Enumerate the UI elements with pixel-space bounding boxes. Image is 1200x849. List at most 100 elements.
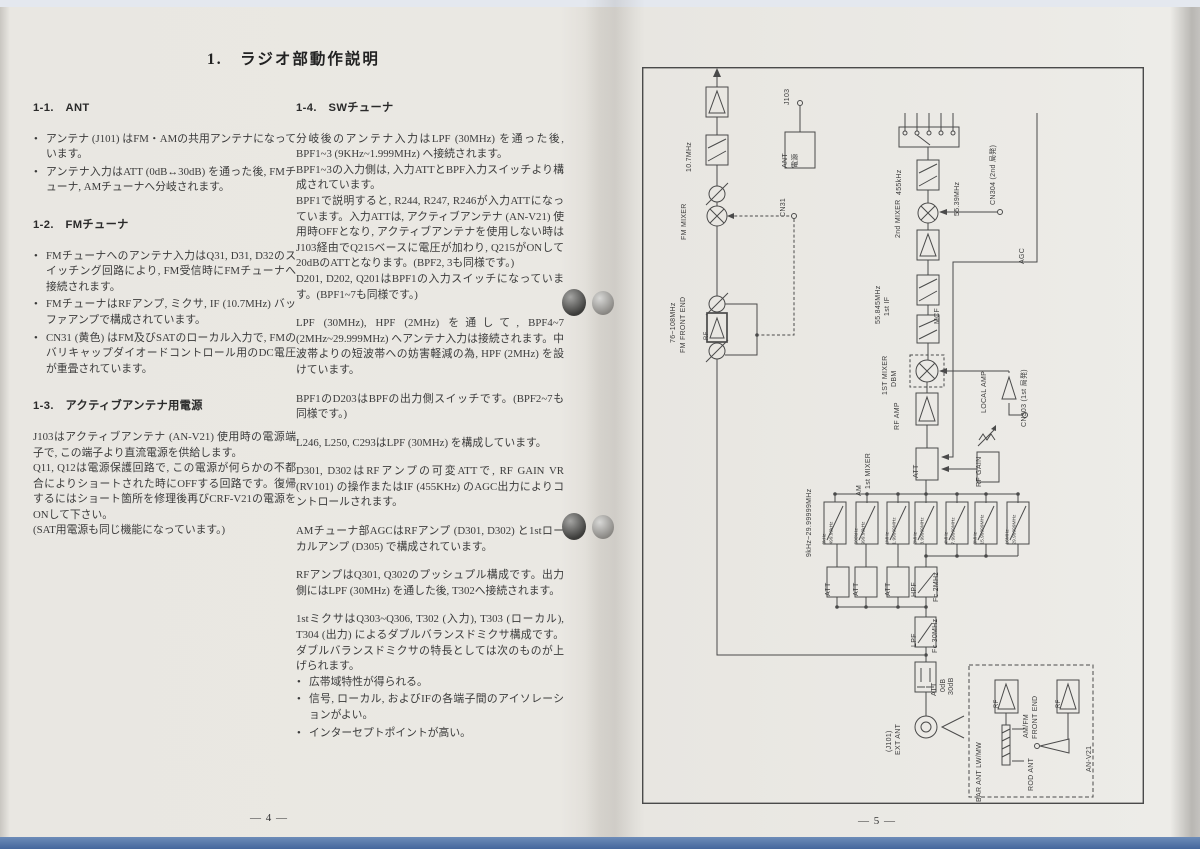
- binder-hole: [562, 289, 586, 316]
- lpf-label: LPF: [911, 633, 918, 647]
- bpf1-label-1: 9kHz~: [822, 530, 828, 545]
- paragraph: D201, D202, Q201はBPF1の入力スイッチになっています。(BPF…: [296, 272, 564, 301]
- paragraph: 分岐後のアンテナ入力はLPF (30MHz) を通った後, BPF1~3 (9K…: [296, 132, 564, 161]
- bpf1-label-2: 499.99kHz: [829, 521, 835, 545]
- first-if-label-2: 1st IF: [884, 296, 891, 316]
- bpf6-label-1: 8MHz~: [973, 529, 979, 545]
- paragraph: LPF (30MHz), HPF (2MHz) を通して, BPF4~7 (2M…: [296, 317, 564, 376]
- paragraph: Q11, Q12は電源保護回路で, この電源が何らかの不都合によりショートされた…: [33, 462, 296, 521]
- right-column: 1-4. SWチューナ 分岐後のアンテナ入力はLPF (30MHz) を通った後…: [296, 96, 564, 743]
- paragraph: (SAT用電源も同じ機能になっています。): [33, 524, 226, 537]
- page-number-left: — 4 —: [250, 812, 288, 824]
- first-mixer-label-1: 1ST MIXER: [882, 355, 889, 395]
- band-range-label: 9kHz~29.99999MHz: [806, 488, 813, 557]
- diagram-frame: [642, 67, 1144, 804]
- bullet-item: 信号, ローカル, およびIFの各端子間のアイソレーションがよい。: [296, 692, 564, 723]
- amfm-label: AM/FM: [1023, 713, 1030, 738]
- paragraph: D301, D302はRFアンプの可変ATTで, RF GAIN VR (RV1…: [296, 465, 564, 509]
- paragraph: AMチューナ部AGCはRFアンプ (D301, D302) と1stローカルアン…: [296, 525, 564, 553]
- ant-power-label-1: ANT: [782, 153, 789, 168]
- if-filter-freq-label: 10.7MHz: [686, 141, 693, 172]
- am-att-label: ATT: [913, 464, 920, 478]
- bpf4-label-1: 2MHz~: [913, 529, 919, 545]
- first-mixer-label-2: DBM: [891, 370, 898, 387]
- diagram-graphics: [642, 67, 1144, 804]
- binder-hole: [592, 291, 614, 315]
- agc-label: AGC: [1019, 247, 1026, 264]
- local-amp-label: LOCAL AMP: [981, 370, 988, 413]
- scan-edge-bottom: [0, 837, 1200, 849]
- page-title: 1. ラジオ部動作説明: [207, 51, 380, 68]
- binder-hole: [592, 515, 614, 539]
- j101-label-2: EXT ANT: [895, 723, 902, 755]
- bullet-item: FMチューナへのアンテナ入力はQ31, D31, D32のスイッチング回路により…: [33, 249, 296, 296]
- j101-label-1: (J101): [886, 730, 893, 752]
- bpf2-label-2: 999.99kHz: [861, 521, 867, 545]
- page-fold-shadow: [585, 0, 645, 849]
- section-1-4-heading: 1-4. SWチューナ: [296, 102, 394, 114]
- bpf7-label-1: 16MHz~: [1005, 526, 1011, 545]
- second-lo-freq-label: 55.39MHz: [954, 181, 961, 216]
- paragraph: J103はアクティブアンテナ (AN-V21) 使用時の電源端子で, この端子よ…: [33, 430, 296, 459]
- rf-amp-label: RF AMP: [894, 402, 901, 430]
- cn303-terminal-label: CN303 (1st 局発): [1021, 369, 1028, 427]
- am-mixer-label-2: 1st MIXER: [865, 452, 872, 489]
- hpf-fc-label: Fc 2MHz: [933, 571, 940, 602]
- bpf5-label-1: 4MHz~: [944, 529, 950, 545]
- bullet-item: アンテナ (J101) はFM・AMの共用アンテナになっています。: [33, 132, 296, 163]
- cf-455-label: 455kHz: [896, 169, 903, 195]
- paragraph: BPF1で説明すると, R244, R247, R246が入力ATTになっていま…: [296, 194, 564, 270]
- rf2-label: RF: [1056, 699, 1062, 708]
- anv21-label: AN-V21: [1086, 745, 1093, 772]
- rf1-label: RF: [994, 699, 1000, 708]
- j103-terminal-label: J103: [784, 88, 791, 105]
- left-column: 1-1. ANT アンテナ (J101) はFM・AMの共用アンテナになっていま…: [33, 96, 296, 539]
- input-att-value-2: 30dB: [948, 677, 955, 695]
- att3-label: ATT: [885, 582, 892, 596]
- section-1-2-heading: 1-2. FMチューナ: [33, 218, 129, 231]
- bullet-item: インターセプトポイントが高い。: [296, 726, 564, 742]
- paragraph: RFアンプはQ301, Q302のプッシュプル構成です。出力側にはLPF (30…: [296, 569, 564, 597]
- bpf2-label-1: 500kHz~: [854, 525, 860, 545]
- fm-rf-label: RF: [704, 331, 710, 340]
- input-att-label: ATT: [931, 682, 938, 696]
- paragraph: L246, L250, C293はLPF (30MHz) を構成しています。: [296, 436, 547, 449]
- mcf-label: MCF: [934, 307, 941, 324]
- lpf-fc-label: Fc 30MHz: [932, 618, 939, 653]
- first-if-label-1: 55.845MHz: [875, 285, 882, 325]
- cn304-terminal-label: CN304 (2nd 局発): [990, 144, 997, 205]
- bpf6-label-2: 15.99999MHz: [980, 514, 986, 545]
- section-1-3-heading: 1-3. アクティブアンテナ用電源: [33, 400, 203, 413]
- scan-edge-top: [0, 0, 1200, 7]
- bar-ant-label: BAR ANT LW/MW: [976, 741, 983, 802]
- am-mixer-label-1: AM: [856, 484, 863, 496]
- cn31-terminal-label: CN31: [780, 197, 787, 217]
- hpf-label: HPF: [911, 582, 918, 597]
- ant-power-label-2: 電源: [792, 153, 799, 168]
- bullet-item: アンテナ入力はATT (0dB↔30dB) を通った後, FMチューナ, AMチ…: [33, 165, 296, 196]
- bpf4-label-2: 3.99999MHz: [920, 517, 926, 545]
- rf-block-diagram: 10.7MHz FM MIXER CN31 J103 ANT 電源 76~108…: [642, 67, 1144, 804]
- rf-gain-label: RF GAIN: [976, 456, 983, 488]
- bpf3-label-2: 1.99999MHz: [892, 517, 898, 545]
- bullet-item: CN31 (黄色) はFM及びSATのローカル入力で, FMのバリキャップダイオ…: [33, 331, 296, 378]
- bpf7-label-2: 29.99999MHz: [1012, 514, 1018, 545]
- rod-ant-label: ROD ANT: [1028, 757, 1035, 791]
- bpf3-label-1: 1MHz~: [885, 529, 891, 545]
- front-end2-label: FRONT END: [1032, 695, 1039, 739]
- paragraph: BPF1のD203はBPFの出力側スイッチです。(BPF2~7も同様です。): [296, 392, 564, 421]
- binder-hole: [562, 513, 586, 540]
- section-1-1-heading: 1-1. ANT: [33, 102, 90, 114]
- fm-mixer-label: FM MIXER: [681, 203, 688, 240]
- bullet-item: FMチューナはRFアンプ, ミクサ, IF (10.7MHz) バッファアンプで…: [33, 297, 296, 328]
- bullet-item: 広帯域特性が得られる。: [296, 675, 564, 691]
- page-number-right: — 5 —: [858, 815, 896, 827]
- fm-front-end-label: FM FRONT END: [680, 296, 687, 353]
- att2-label: ATT: [853, 582, 860, 596]
- paragraph: BPF1~3の入力側は, 入力ATTとBPF入力スイッチより構成されています。: [296, 163, 564, 192]
- input-att-value-1: 0dB: [940, 678, 947, 692]
- paragraph: 1stミクサはQ303~Q306, T302 (入力), T303 (ローカル)…: [296, 613, 564, 673]
- bpf5-label-2: 7.99999MHz: [951, 517, 957, 545]
- fm-range-label: 76~108MHz: [670, 302, 677, 343]
- second-mixer-label: 2nd MIXER: [895, 199, 902, 239]
